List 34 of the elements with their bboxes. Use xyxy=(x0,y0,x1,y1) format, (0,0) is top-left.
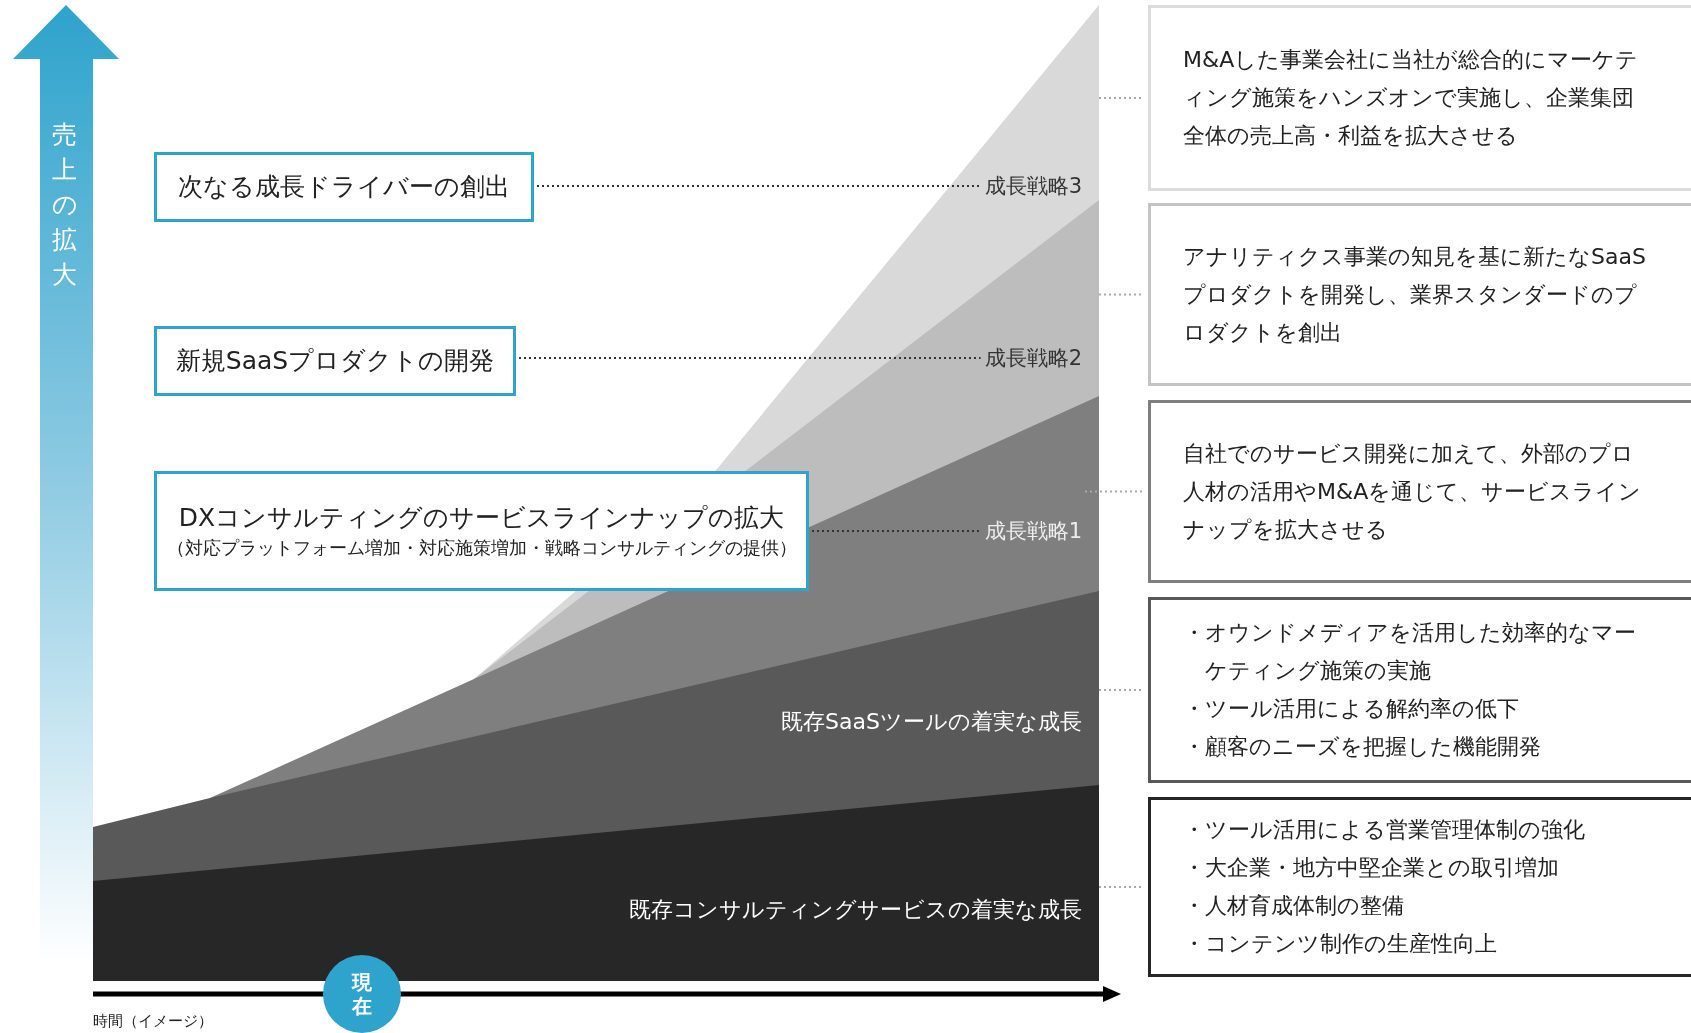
description-box xyxy=(1148,400,1691,583)
description-text: M&Aした事業会社に当社が総合的にマーケティング施策をハンズオンで実施し、企業集団全体の売上高・利益を拡大させる xyxy=(1183,46,1640,150)
strategy-label: 成長戦略3 xyxy=(984,172,1082,200)
bullet-item: ・コンテンツ制作の生産性向上 xyxy=(1183,930,1498,958)
strategy-box xyxy=(154,326,516,396)
axis-label: 売上の拡大 xyxy=(52,119,77,291)
axis-label: 時間（イメージ） xyxy=(93,1012,213,1031)
leader-line xyxy=(518,357,982,359)
description-text: 自社でのサービス開発に加えて、外部のプロ人材の活用やM&Aを通じて、サービスラインナップを拡大させる xyxy=(1183,439,1643,544)
leader-line xyxy=(1084,490,1145,493)
strategy-label: 成長戦略2 xyxy=(984,344,1082,372)
strategy-box xyxy=(154,152,534,222)
leader-line xyxy=(811,530,982,532)
description-box xyxy=(1148,597,1691,783)
bullet-item: ・大企業・地方中堅企業との取引増加 xyxy=(1183,854,1560,882)
description-box xyxy=(1148,797,1691,977)
now-marker-text: 現在 xyxy=(352,970,372,1018)
description-box xyxy=(1148,203,1691,386)
band-label: 既存SaaSツールの着実な成長 xyxy=(781,708,1082,736)
bullet-item: ・ツール活用による解約率の低下 xyxy=(1183,695,1520,723)
strategy-label: 成長戦略1 xyxy=(984,517,1082,545)
description-text: アナリティクス事業の知見を基に新たなSaaSプロダクトを開発し、業界スタンダードのプロダクトを創出 xyxy=(1183,242,1647,347)
strategy-title: 次なる成長ドライバーの創出 xyxy=(178,170,510,203)
strategy-detail: （対応プラットフォーム増加・対応施策増加・戦略コンサルティングの提供） xyxy=(166,535,797,560)
strategy-box xyxy=(154,471,809,591)
bullet-item: ・オウンドメディアを活用した効率的なマーケティング施策の実施 xyxy=(1183,619,1637,685)
description-box xyxy=(1148,5,1691,191)
bullet-item: ・ツール活用による営業管理体制の強化 xyxy=(1183,816,1586,844)
leader-line xyxy=(536,185,982,187)
bullet-item: ・人材育成体制の整備 xyxy=(1183,892,1405,920)
strategy-title: DXコンサルティングのサービスラインナップの拡大 xyxy=(178,502,785,535)
strategy-title: 新規SaaSプロダクトの開発 xyxy=(175,344,495,377)
band-label: 既存コンサルティングサービスの着実な成長 xyxy=(629,896,1082,924)
bullet-item: ・顧客のニーズを把握した機能開発 xyxy=(1183,733,1542,761)
